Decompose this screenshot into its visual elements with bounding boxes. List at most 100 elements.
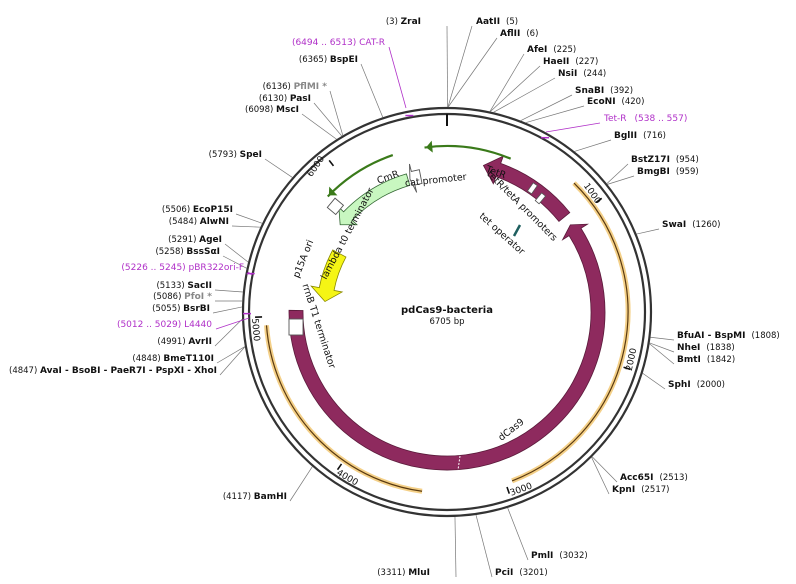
primer-range: (538 .. 557): [635, 114, 688, 124]
enzyme-site: BglII(716): [614, 131, 666, 141]
enzyme-leader: [214, 319, 243, 347]
enzyme-leader: [649, 342, 675, 353]
enzyme-site: (4848) BmeT110I: [132, 354, 214, 364]
enzyme-position: (1838): [706, 343, 734, 353]
enzyme-name: BstZ17I: [631, 155, 670, 165]
enzyme-leaders: [212, 25, 675, 578]
tetr-feature: [482, 155, 571, 222]
tick-mark: [328, 159, 335, 167]
enzyme-position: (5086): [153, 292, 184, 302]
enzyme-position: (1808): [751, 331, 779, 341]
enzyme-site: SwaI (1260): [662, 220, 720, 230]
enzyme-leader: [475, 514, 493, 578]
enzyme-site: (5055) BsrBI: [152, 304, 210, 314]
green-arrow-line: [424, 144, 512, 160]
dcas9-divider: [457, 455, 461, 471]
enzyme-leader: [574, 139, 612, 152]
enzyme-name: EcoP15I: [193, 205, 233, 215]
enzyme-site: Acc65I(2513): [620, 473, 688, 483]
enzyme-leader: [301, 113, 337, 140]
enzyme-leader: [507, 507, 529, 561]
enzyme-site: AfeI(225): [527, 45, 576, 55]
enzyme-leader: [222, 255, 247, 269]
primer-leader: [545, 122, 601, 133]
enzyme-name: BspEI: [330, 55, 358, 65]
tick-label: 2000: [625, 347, 640, 372]
enzyme-leader: [447, 37, 498, 108]
enzyme-leader: [607, 175, 635, 185]
enzyme-position: (2000): [697, 380, 725, 390]
enzyme-position: (3201): [519, 568, 547, 578]
enzyme-site: (4847) AvaI - BsoBI - PaeR7I - PspXI - X…: [9, 366, 217, 376]
enzyme-leader: [490, 65, 541, 112]
enzyme-site: PciI(3201): [495, 568, 548, 578]
enzyme-name: SnaBI: [575, 86, 604, 96]
enzyme-position: (4847): [9, 366, 40, 376]
enzyme-position: (420): [622, 97, 645, 107]
enzyme-site: (4117) BamHI: [223, 492, 287, 502]
enzyme-name: NsiI: [558, 69, 577, 79]
enzyme-leader: [224, 243, 249, 263]
primer-leader: [388, 46, 407, 109]
enzyme-leader: [649, 343, 675, 365]
enzyme-site: (3) ZraI: [386, 17, 421, 27]
enzyme-name: BsrBI: [183, 304, 210, 314]
cmr-feature: [338, 173, 411, 226]
enzyme-leader: [216, 346, 246, 364]
p15a-ori-feature: [310, 249, 347, 303]
backbone-outer: [241, 106, 653, 518]
enzyme-name: BmgBI: [637, 167, 670, 177]
enzyme-site: (6098) MscI: [245, 105, 299, 115]
enzyme-name: BamHI: [254, 492, 287, 502]
enzyme-site: (6130) PasI: [259, 94, 311, 104]
enzyme-name: AlwNI: [200, 217, 229, 227]
enzyme-position: (954): [676, 155, 699, 165]
enzyme-leader: [489, 53, 525, 112]
primer-name: L4440: [184, 320, 212, 330]
tetr-promoter-shape: [526, 182, 538, 195]
enzyme-position: (227): [575, 57, 598, 67]
enzyme-leader: [219, 346, 246, 376]
green-arrow-head: [328, 186, 338, 196]
enzyme-leader: [650, 336, 675, 341]
enzyme-name: AgeI: [199, 235, 222, 245]
enzyme-leader: [454, 516, 457, 578]
green-arrow-head: [426, 140, 433, 153]
enzyme-site: KpnI(2517): [612, 485, 669, 495]
enzyme-position: (959): [676, 167, 699, 177]
enzyme-position: (5506): [162, 205, 193, 215]
lambda-t0-shape: [326, 197, 345, 216]
enzyme-leader: [329, 90, 344, 136]
enzyme-position: (3311): [377, 568, 408, 578]
enzyme-name: BssSαI: [186, 247, 220, 257]
feature-label-lambda-t0-terminator: lambda t0 terminator: [319, 186, 377, 281]
enzyme-position: (244): [583, 69, 606, 79]
enzyme-name: PflMI *: [294, 82, 328, 92]
enzyme-position: (5258): [155, 247, 186, 257]
feature-label-tet-operator: tet operator: [477, 211, 527, 257]
primer-leader: [215, 317, 250, 330]
dcas9-feature: [288, 223, 606, 471]
enzyme-leader: [520, 94, 573, 121]
primer-name: CAT-R: [359, 38, 385, 48]
enzyme-leader: [360, 63, 384, 118]
enzyme-site: (4991) AvrII: [157, 337, 212, 347]
primer-name: Tet-R: [603, 114, 627, 124]
enzyme-name: SwaI: [662, 220, 686, 230]
enzyme-site: AatII(5): [476, 17, 518, 27]
enzyme-site: SphI(2000): [668, 380, 725, 390]
enzyme-name: HaeII: [543, 57, 569, 67]
enzyme-name: SacII: [187, 281, 212, 291]
enzyme-site: (6365) BspEI: [299, 55, 358, 65]
enzyme-position: (5793): [209, 150, 240, 160]
teta-promoter-shape: [534, 192, 547, 205]
enzyme-name: BglII: [614, 131, 637, 141]
enzyme-position: (6130): [259, 94, 290, 104]
enzyme-name: EcoNI: [587, 97, 616, 107]
enzyme-site: (5291) AgeI: [168, 235, 222, 245]
enzyme-site: NheI(1838): [677, 343, 735, 353]
primer-site: (6494 .. 6513) CAT-R: [292, 38, 385, 48]
enzyme-site: (5484) AlwNI: [169, 217, 229, 227]
enzyme-position: (1260): [692, 220, 720, 230]
enzyme-name: SpeI: [240, 150, 262, 160]
